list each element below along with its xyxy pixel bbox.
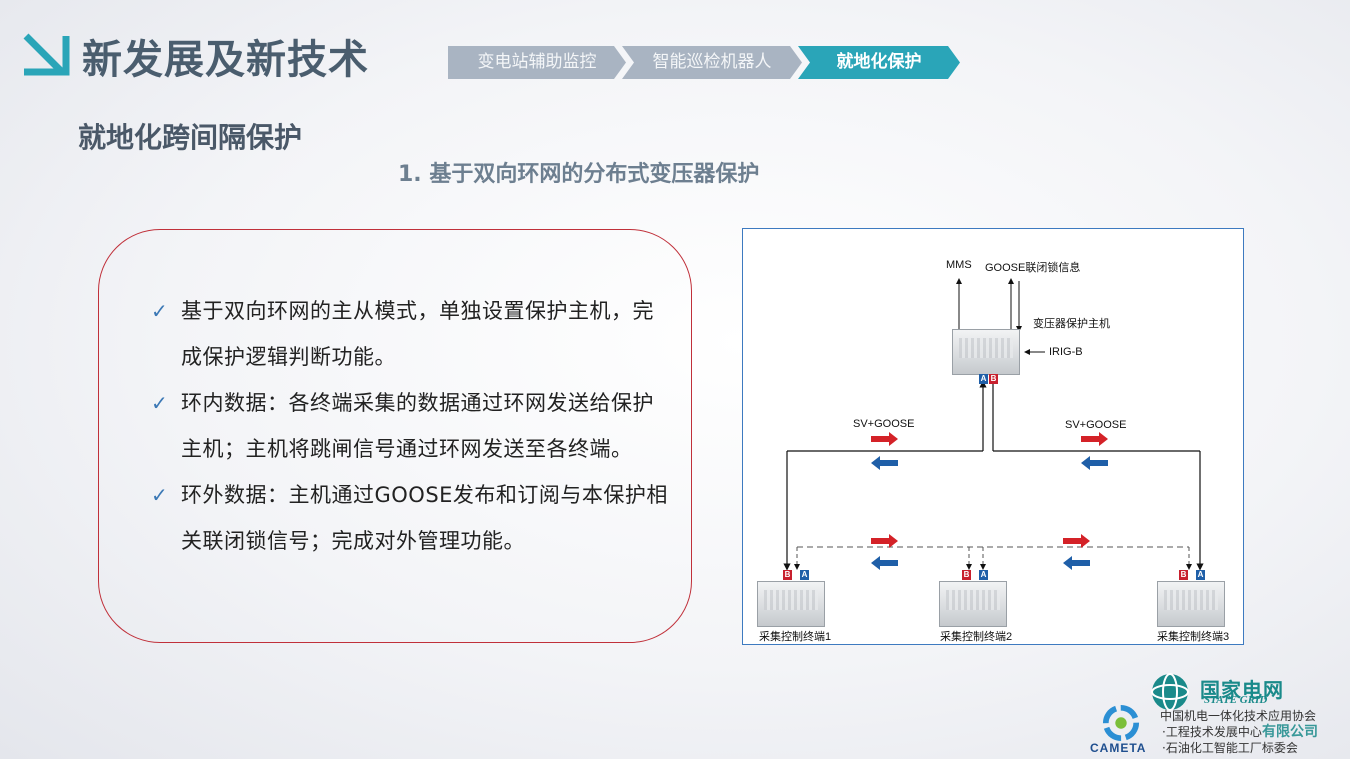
main-title: 新发展及新技术 bbox=[82, 37, 369, 83]
cameta-logo-icon bbox=[1102, 704, 1140, 742]
port-b: B bbox=[783, 570, 792, 580]
state-grid-company: 有限公司 bbox=[1262, 724, 1318, 740]
bullet-panel: ✓ 基于双向环网的主从模式，单独设置保护主机，完成保护逻辑判断功能。 ✓ 环内数据：… bbox=[98, 229, 692, 643]
step-local-protection[interactable]: 就地化保护 bbox=[798, 46, 960, 79]
terminal-3 bbox=[1157, 581, 1225, 627]
terminal-3-label: 采集控制终端3 bbox=[1157, 631, 1230, 643]
terminal-1-label: 采集控制终端1 bbox=[759, 631, 832, 643]
port-a: A bbox=[979, 570, 988, 580]
mms-label: MMS bbox=[946, 259, 972, 271]
bullet-item: ✓ 环内数据：各终端采集的数据通过环网发送给保护主机；主机将跳闸信号通过环网发送至… bbox=[151, 380, 671, 472]
bullet-text: 环内数据：各终端采集的数据通过环网发送给保护主机；主机将跳闸信号通过环网发送至各… bbox=[181, 391, 654, 461]
irig-label: IRIG-B bbox=[1049, 346, 1083, 358]
diagram-lines bbox=[783, 278, 1204, 571]
goose-interlock-label: GOOSE联闭锁信息 bbox=[985, 262, 1081, 274]
check-icon: ✓ bbox=[151, 299, 169, 323]
footer-line-2: ·工程技术发展中心 bbox=[1162, 725, 1262, 739]
check-icon: ✓ bbox=[151, 483, 169, 507]
terminal-2-label: 采集控制终端2 bbox=[940, 631, 1013, 643]
port-a: A bbox=[979, 374, 988, 384]
arrow-logo-icon bbox=[23, 33, 70, 76]
footer-line-3: ·石油化工智能工厂标委会 bbox=[1162, 741, 1298, 755]
port-a: A bbox=[800, 570, 809, 580]
step-inspection-robot[interactable]: 智能巡检机器人 bbox=[622, 46, 802, 79]
link-label-right: SV+GOOSE bbox=[1065, 419, 1127, 431]
association-name: 中国机电一体化技术应用协会 bbox=[1160, 709, 1317, 723]
section-title: 1. 基于双向环网的分布式变压器保护 bbox=[398, 162, 760, 187]
terminal-1 bbox=[757, 581, 825, 627]
step-substation-monitoring[interactable]: 变电站辅助监控 bbox=[448, 46, 626, 79]
bullet-item: ✓ 基于双向环网的主从模式，单独设置保护主机，完成保护逻辑判断功能。 bbox=[151, 288, 671, 380]
bullet-text: 基于双向环网的主从模式，单独设置保护主机，完成保护逻辑判断功能。 bbox=[181, 299, 654, 369]
transformer-protection-host bbox=[952, 329, 1020, 375]
bullet-list: ✓ 基于双向环网的主从模式，单独设置保护主机，完成保护逻辑判断功能。 ✓ 环内数据：… bbox=[151, 288, 671, 564]
port-a: A bbox=[1196, 570, 1205, 580]
state-grid-logo-icon bbox=[1151, 673, 1189, 711]
port-b: B bbox=[1179, 570, 1188, 580]
flow-arrows bbox=[871, 432, 1108, 570]
check-icon: ✓ bbox=[151, 391, 169, 415]
cameta-wordmark: CAMETA bbox=[1090, 741, 1147, 755]
link-label-left: SV+GOOSE bbox=[853, 418, 915, 430]
sub-title: 就地化跨间隔保护 bbox=[78, 121, 303, 154]
bullet-text: 环外数据：主机通过GOOSE发布和订阅与本保护相关联闭锁信号；完成对外管理功能。 bbox=[181, 483, 668, 553]
port-b: B bbox=[962, 570, 971, 580]
ring-network-diagram: MMS GOOSE联闭锁信息 变压器保护主机 IRIG-B SV+GOOSE S… bbox=[742, 228, 1244, 645]
host-label: 变压器保护主机 bbox=[1033, 318, 1110, 330]
state-grid-brand: 国家电网 bbox=[1200, 678, 1284, 702]
state-grid-english: STATE GRID bbox=[1204, 694, 1268, 706]
bullet-item: ✓ 环外数据：主机通过GOOSE发布和订阅与本保护相关联闭锁信号；完成对外管理功能… bbox=[151, 472, 671, 564]
port-b: B bbox=[989, 374, 998, 384]
terminal-2 bbox=[939, 581, 1007, 627]
